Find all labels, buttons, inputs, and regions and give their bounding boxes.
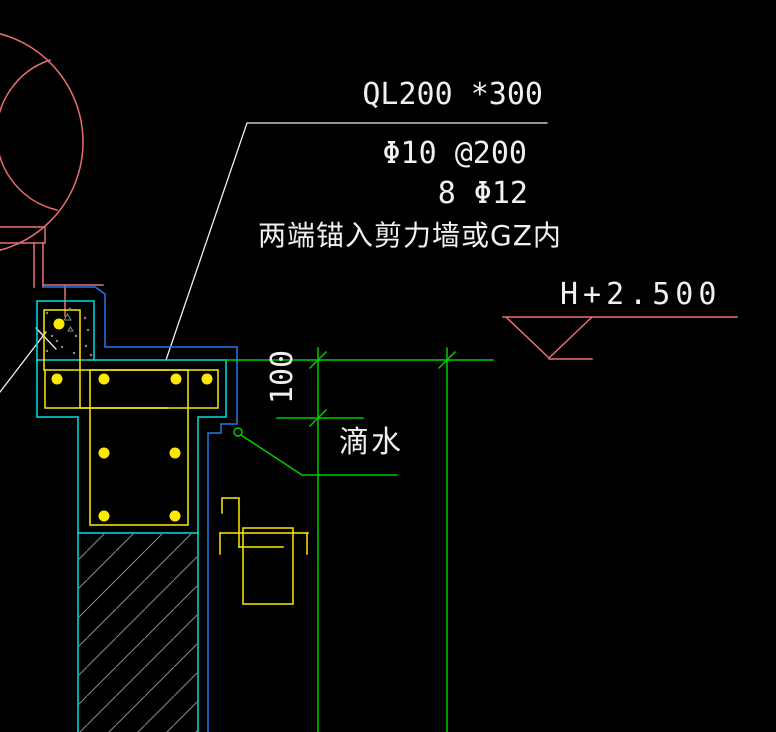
dimension-tick-marks bbox=[308, 350, 457, 428]
drip-detail-bracket bbox=[221, 497, 240, 548]
drip-detail-lines bbox=[219, 497, 309, 605]
web-stirrup bbox=[89, 369, 189, 526]
anchor-note-label: 两端锚入剪力墙或GZ内 bbox=[258, 219, 562, 252]
drip-leader-line bbox=[239, 433, 398, 476]
elevation-triangle bbox=[504, 315, 594, 360]
rebar-dot bbox=[201, 373, 213, 385]
rebar-dot bbox=[98, 373, 110, 385]
top-rebar-label: Φ10 @200 bbox=[382, 136, 528, 171]
concrete-speckles bbox=[45, 307, 93, 357]
drip-detail-box bbox=[242, 527, 294, 605]
rebar-dot bbox=[53, 318, 65, 330]
aggregate-symbol bbox=[67, 326, 74, 332]
rebar-dot bbox=[170, 373, 182, 385]
elevation-marker bbox=[502, 315, 738, 360]
main-rebar-label: 8 Φ12 bbox=[437, 176, 528, 211]
elevation-value-label: H+2.500 bbox=[560, 277, 722, 312]
handrail-base-plate bbox=[0, 226, 46, 244]
aggregate-symbol bbox=[63, 313, 72, 321]
rebar-dot bbox=[169, 510, 181, 522]
annotation-leader-line bbox=[165, 122, 548, 361]
rebar-dot bbox=[169, 447, 181, 459]
flange-stirrup bbox=[44, 369, 219, 409]
beam-right-and-wall-face bbox=[197, 359, 227, 732]
finish-layer-profile bbox=[42, 286, 238, 732]
rebar-dot bbox=[98, 510, 110, 522]
rebar-dot bbox=[98, 447, 110, 459]
break-line-short bbox=[35, 327, 57, 350]
rebar-dot bbox=[51, 373, 63, 385]
handrail-tube-inner-arc bbox=[0, 59, 58, 211]
drip-leader-origin-circle bbox=[233, 427, 243, 437]
handrail-tube-outer-arc bbox=[0, 33, 84, 251]
railing-post-lines bbox=[33, 242, 44, 288]
break-line-long bbox=[0, 331, 47, 393]
beam-left-and-wall-face bbox=[36, 359, 79, 732]
drip-water-label: 滴水 bbox=[339, 425, 403, 460]
rebar-dots bbox=[51, 318, 213, 522]
beam-size-label: QL200 *300 bbox=[362, 77, 543, 112]
wall-hatch-fill bbox=[79, 534, 197, 732]
parapet-outline bbox=[36, 300, 95, 361]
dimension-100-label: 100 bbox=[265, 349, 300, 405]
